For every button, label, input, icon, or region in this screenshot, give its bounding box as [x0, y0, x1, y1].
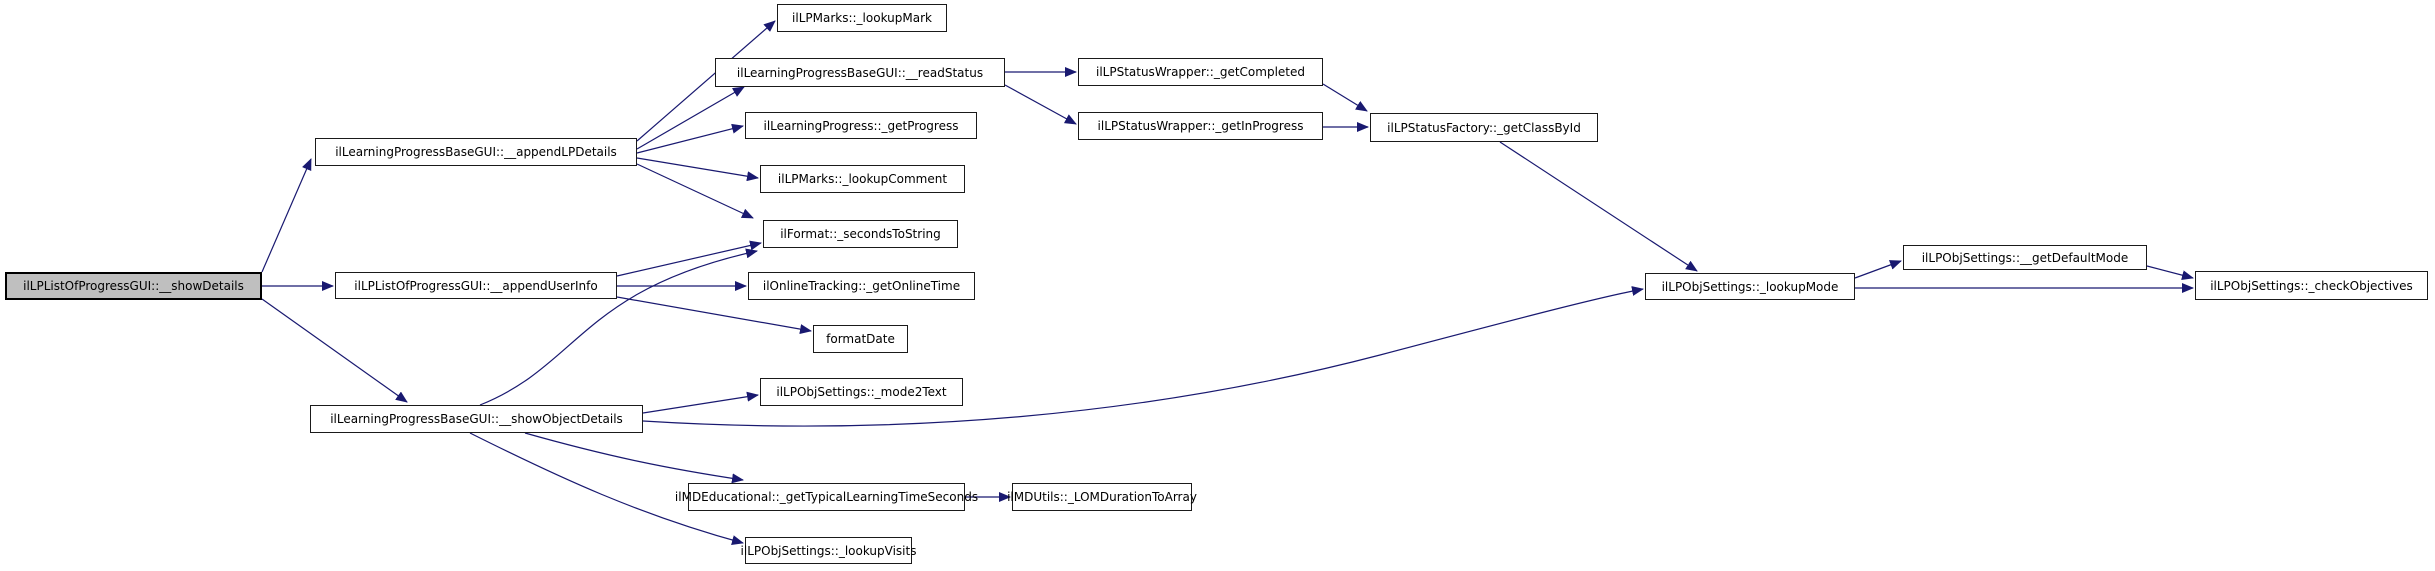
node-lookupComment[interactable]: ilLPMarks::_lookupComment	[760, 165, 965, 193]
edge-appendLPDetails-lookupComment	[636, 157, 759, 182]
node-getProgress[interactable]: ilLearningProgress::_getProgress	[745, 112, 977, 139]
node-appendLPDetails[interactable]: ilLearningProgressBaseGUI::__appendLPDet…	[315, 138, 637, 166]
edge-appendUserInfo-formatDate	[616, 296, 812, 335]
node-lomDurationToArray[interactable]: ilMDUtils::_LOMDurationToArray	[1007, 483, 1197, 511]
node-mode2Text[interactable]: ilLPObjSettings::_mode2Text	[760, 378, 963, 406]
edge-showObjectDetails-mode2Text	[642, 391, 759, 414]
edge-appendLPDetails-lookupMark	[636, 20, 776, 142]
edge-lookupMode-getDefaultMode	[1854, 260, 1902, 279]
node-getDefaultMode[interactable]: ilLPObjSettings::__getDefaultMode	[1903, 245, 2147, 270]
node-getCompleted[interactable]: ilLPStatusWrapper::_getCompleted	[1078, 58, 1323, 86]
edge-appendUserInfo-secondsToString	[616, 240, 762, 277]
node-getInProgress[interactable]: ilLPStatusWrapper::_getInProgress	[1078, 112, 1323, 140]
edge-showDetails-appendLPDetails	[261, 158, 312, 273]
node-lookupMark[interactable]: ilLPMarks::_lookupMark	[777, 4, 947, 32]
edge-showObjectDetails-secondsToString	[479, 248, 758, 406]
edge-getDefaultMode-checkObjectives	[2146, 265, 2194, 281]
node-checkObjectives[interactable]: ilLPObjSettings::_checkObjectives	[2195, 271, 2428, 300]
edge-appendLPDetails-readStatus	[636, 86, 745, 150]
node-getOnlineTime[interactable]: ilOnlineTracking::_getOnlineTime	[748, 272, 975, 300]
edge-appendLPDetails-getProgress	[636, 123, 744, 154]
node-showObjectDetails[interactable]: ilLearningProgressBaseGUI::__showObjectD…	[310, 405, 643, 433]
edge-appendLPDetails-secondsToString	[636, 163, 754, 219]
node-getClassById[interactable]: ilLPStatusFactory::_getClassById	[1370, 113, 1598, 142]
edge-showObjectDetails-lookupVisits	[469, 432, 744, 545]
node-readStatus[interactable]: ilLearningProgressBaseGUI::__readStatus	[715, 58, 1005, 87]
node-appendUserInfo[interactable]: ilLPListOfProgressGUI::__appendUserInfo	[335, 272, 617, 299]
edge-readStatus-getInProgress	[1004, 84, 1077, 125]
node-formatDate[interactable]: formatDate	[813, 325, 908, 353]
node-lookupVisits[interactable]: ilLPObjSettings::_lookupVisits	[741, 537, 916, 564]
node-secondsToString[interactable]: ilFormat::_secondsToString	[763, 220, 958, 248]
edge-getClassById-lookupMode	[1499, 141, 1698, 272]
edge-showDetails-showObjectDetails	[261, 298, 408, 403]
edge-getCompleted-getClassById	[1322, 83, 1368, 112]
node-lookupMode[interactable]: ilLPObjSettings::_lookupMode	[1645, 273, 1855, 300]
edge-showObjectDetails-getTypicalTime	[524, 432, 744, 484]
node-showDetails[interactable]: ilLPListOfProgressGUI::__showDetails	[5, 272, 262, 300]
node-getTypicalTime[interactable]: ilMDEducational::_getTypicalLearningTime…	[675, 483, 978, 511]
edge-showObjectDetails-lookupMode	[642, 286, 1644, 427]
